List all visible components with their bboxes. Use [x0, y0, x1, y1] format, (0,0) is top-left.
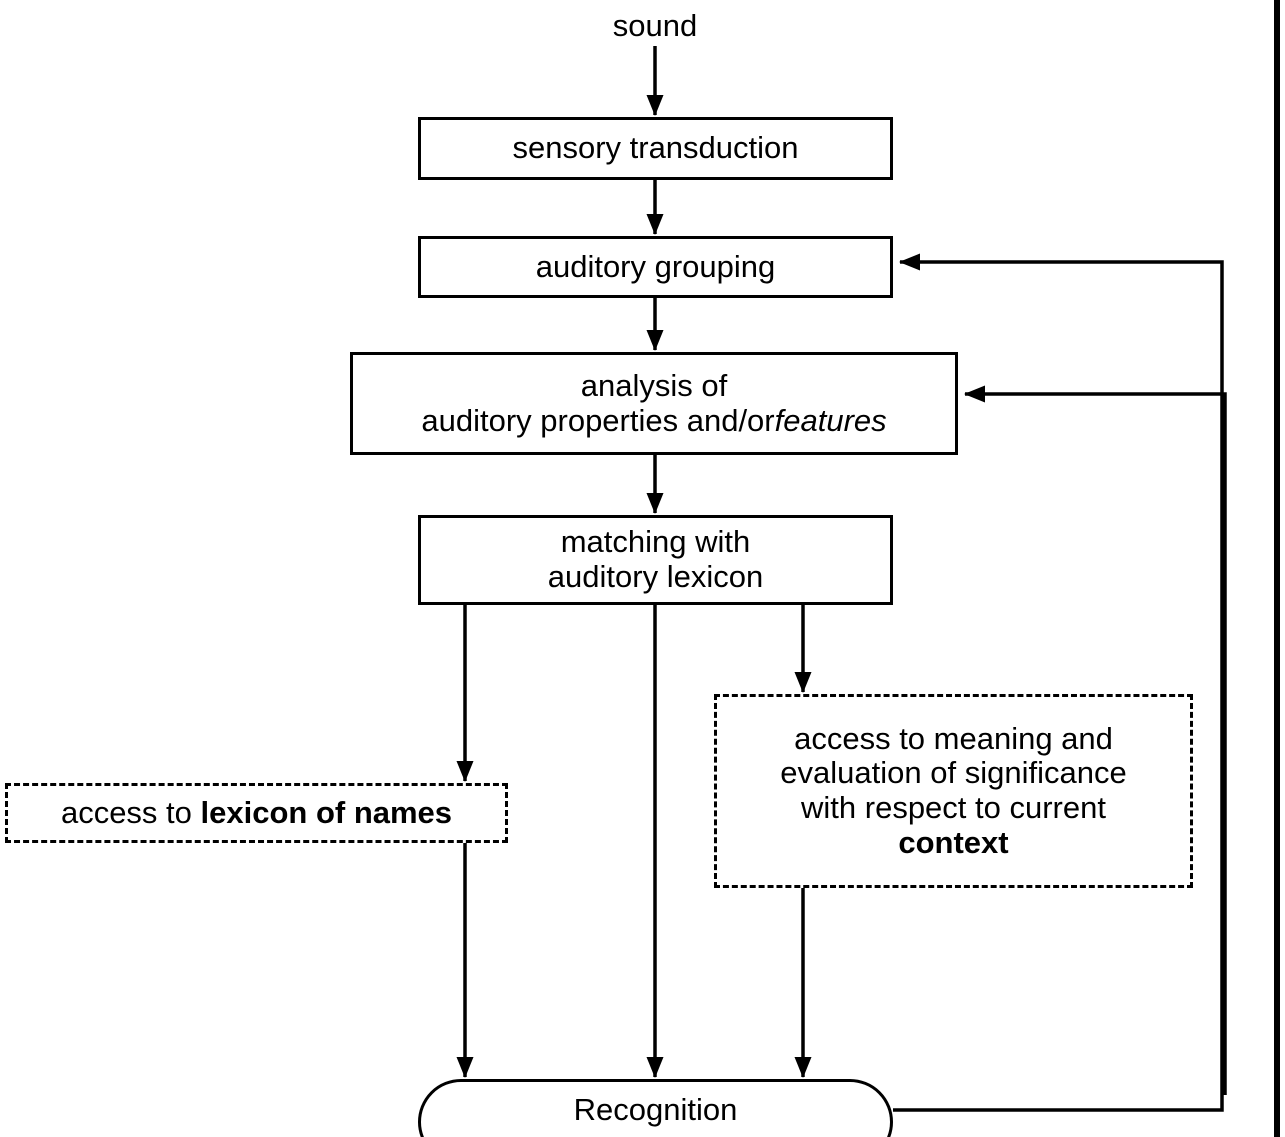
- node-recognition: Recognition: [418, 1079, 893, 1137]
- node-auditory-grouping-label: auditory grouping: [535, 248, 776, 284]
- node-matching: matching with auditory lexicon: [418, 515, 893, 605]
- node-meaning-line4-bold: context: [898, 824, 1009, 860]
- node-matching-line2: auditory lexicon: [547, 559, 764, 594]
- node-analysis-label: analysis of auditory properties and/orfe…: [353, 367, 955, 438]
- node-matching-label: matching with auditory lexicon: [421, 524, 890, 594]
- page-edge-artifact: [1274, 0, 1280, 1137]
- node-analysis: analysis of auditory properties and/orfe…: [350, 352, 958, 455]
- node-sensory-transduction: sensory transduction: [418, 117, 893, 180]
- node-sensory-transduction-label: sensory transduction: [512, 130, 799, 166]
- node-matching-line1: matching with: [560, 524, 751, 560]
- node-meaning-line2: evaluation of significance: [780, 755, 1127, 791]
- node-meaning-label: access to meaning and evaluation of sign…: [717, 720, 1190, 861]
- node-analysis-line1: analysis of: [580, 367, 728, 403]
- node-analysis-line2-italic: features: [774, 402, 887, 438]
- node-meaning-line1: access to meaning and: [794, 720, 1113, 756]
- node-meaning-line3: with respect to current: [801, 790, 1106, 825]
- node-auditory-grouping: auditory grouping: [418, 236, 893, 298]
- node-meaning: access to meaning and evaluation of sign…: [714, 694, 1193, 888]
- node-lexicon-of-names-plain: access to: [60, 794, 201, 830]
- node-sound: sound: [555, 6, 755, 46]
- node-analysis-line2-plain: auditory properties and/or: [421, 402, 775, 438]
- node-recognition-label: Recognition: [573, 1091, 738, 1127]
- node-lexicon-of-names-bold: lexicon of names: [200, 794, 453, 830]
- node-lexicon-of-names: access to lexicon of names: [5, 783, 508, 843]
- node-sound-label: sound: [612, 7, 698, 43]
- node-lexicon-of-names-label: access to lexicon of names: [8, 794, 505, 831]
